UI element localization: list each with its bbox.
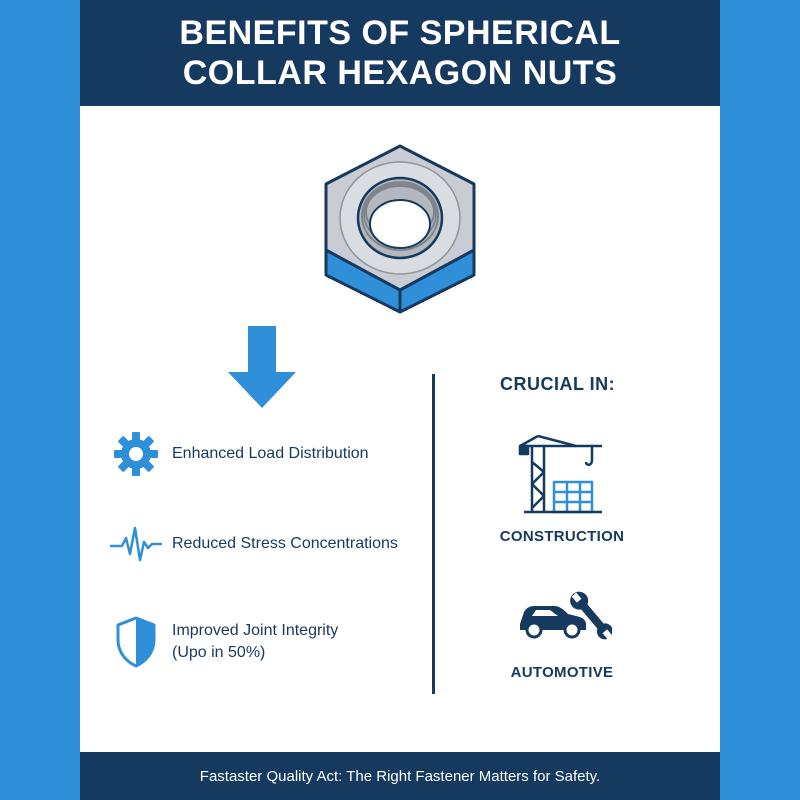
footer-banner: Fastaster Quality Act: The Right Fastene…	[80, 752, 720, 800]
benefit-label: Improved Joint Integrity	[172, 622, 339, 639]
gear-icon	[110, 428, 162, 480]
benefit-label: Reduced Stress Concentrations	[172, 535, 398, 552]
benefit-load-distribution: Enhanced Load Distribution	[110, 428, 369, 480]
infographic-card: BENEFITS OF SPHERICAL COLLAR HEXAGON NUT…	[80, 0, 720, 800]
shield-icon	[110, 616, 162, 668]
benefit-joint-integrity: Improved Joint Integrity (Upo in 50%)	[110, 616, 338, 668]
hex-nut-illustration	[324, 144, 476, 314]
footer-text: Fastaster Quality Act: The Right Fastene…	[199, 767, 601, 785]
benefit-label: Enhanced Load Distribution	[172, 445, 369, 462]
column-divider	[432, 374, 435, 694]
down-arrow-icon	[228, 326, 296, 408]
industry-label-construction: CONSTRUCTION	[499, 528, 625, 545]
car-wrench-icon	[520, 591, 612, 641]
title-line-1: BENEFITS OF SPHERICAL	[179, 14, 621, 52]
benefit-stress-reduction: Reduced Stress Concentrations	[110, 518, 398, 570]
crucial-in-heading: CRUCIAL IN:	[500, 374, 616, 394]
crane-icon	[518, 434, 602, 514]
header-banner: BENEFITS OF SPHERICAL COLLAR HEXAGON NUT…	[80, 0, 720, 106]
benefit-note: (Upo in 50%)	[172, 644, 266, 661]
pulse-icon	[110, 518, 162, 570]
industry-label-automotive: AUTOMOTIVE	[510, 664, 614, 681]
title-line-2: COLLAR HEXAGON NUTS	[182, 54, 618, 92]
